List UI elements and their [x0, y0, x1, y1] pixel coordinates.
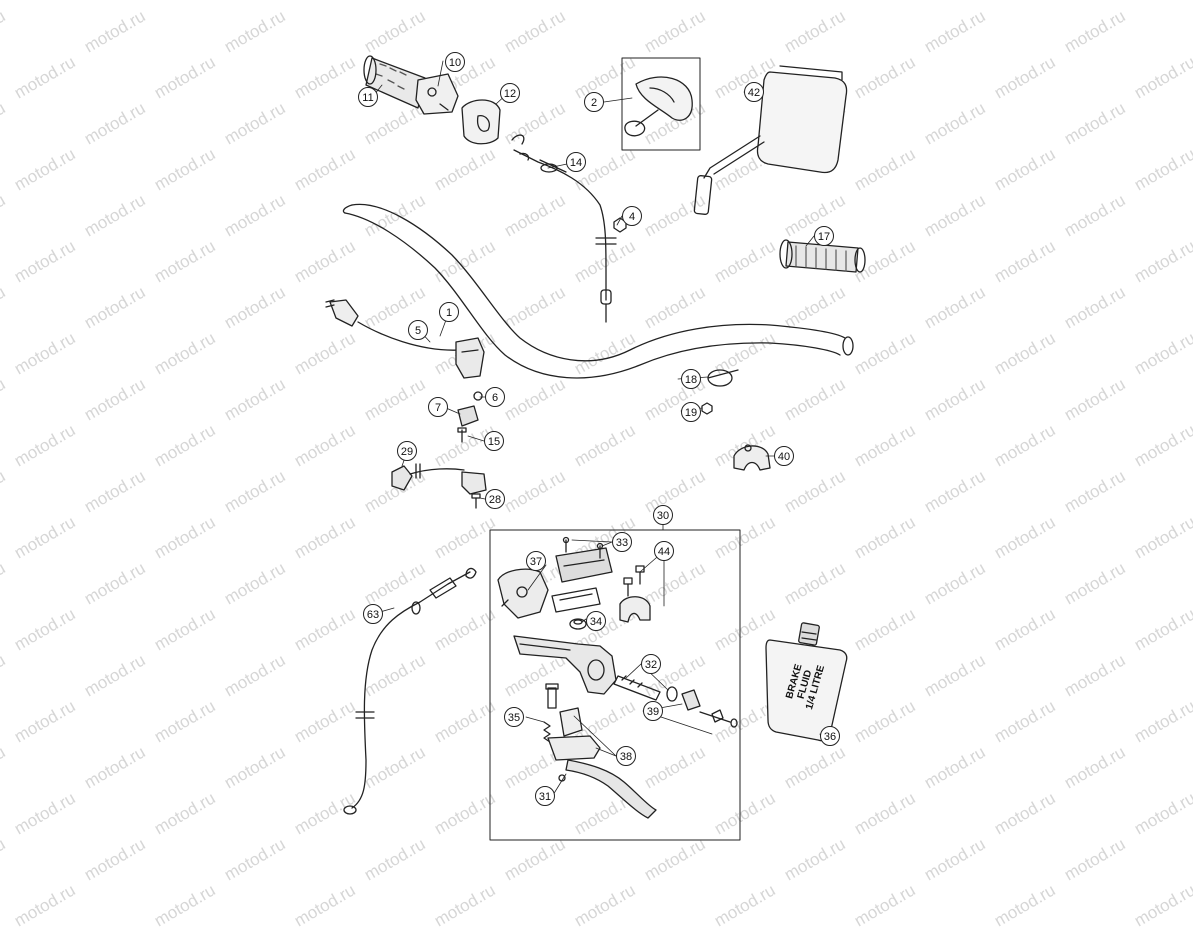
callout-31: 31 — [535, 786, 555, 806]
cable-nut — [613, 217, 627, 233]
clutch-cable — [343, 567, 477, 815]
diaphragm — [551, 587, 601, 613]
callout-11: 11 — [358, 87, 378, 107]
light-switch — [391, 463, 487, 509]
callout-40: 40 — [774, 446, 794, 466]
callout-29: 29 — [397, 441, 417, 461]
throttle-grip — [363, 55, 426, 109]
callout-42: 42 — [744, 82, 764, 102]
callout-37: 37 — [526, 551, 546, 571]
master-cylinder-body — [513, 635, 617, 695]
callout-4: 4 — [622, 206, 642, 226]
callout-1: 1 — [439, 302, 459, 322]
callout-33: 33 — [612, 532, 632, 552]
clamp-7 — [457, 405, 479, 443]
callout-5: 5 — [408, 320, 428, 340]
lever-adjuster — [547, 707, 601, 761]
throttle-cable — [513, 149, 617, 323]
mirror — [693, 65, 848, 215]
reservoir-cap — [555, 536, 613, 583]
callout-7: 7 — [428, 397, 448, 417]
callout-39: 39 — [643, 701, 663, 721]
handlebar — [342, 203, 854, 379]
callout-34: 34 — [586, 611, 606, 631]
left-grip — [779, 239, 866, 273]
throttle-cover — [461, 99, 525, 145]
piston-32 — [613, 675, 678, 702]
callout-17: 17 — [814, 226, 834, 246]
callout-38: 38 — [616, 746, 636, 766]
callout-14: 14 — [566, 152, 586, 172]
callout-32: 32 — [641, 654, 661, 674]
pivot-bolt — [545, 683, 559, 709]
callout-2: 2 — [584, 92, 604, 112]
clamp-44 — [619, 565, 651, 623]
callout-30: 30 — [653, 505, 673, 525]
parts-diagram — [325, 55, 866, 841]
cable-tie — [707, 369, 739, 387]
master-cylinder-box — [489, 529, 741, 841]
callout-19: 19 — [681, 402, 701, 422]
screw-6 — [473, 391, 483, 401]
kill-switch — [325, 299, 485, 379]
callout-44: 44 — [654, 541, 674, 561]
clamp-40 — [733, 444, 771, 471]
brake-lever — [558, 759, 657, 819]
callout-63: 63 — [363, 604, 383, 624]
brake-fluid-bottle — [765, 622, 848, 742]
handguard-box — [621, 57, 701, 151]
callout-36: 36 — [820, 726, 840, 746]
callout-15: 15 — [484, 431, 504, 451]
nut-19 — [701, 402, 713, 415]
callout-6: 6 — [485, 387, 505, 407]
reservoir-cover — [497, 568, 549, 619]
callout-35: 35 — [504, 707, 524, 727]
spring-35 — [543, 721, 551, 743]
boot-39 — [681, 689, 738, 728]
callout-18: 18 — [681, 369, 701, 389]
callout-28: 28 — [485, 489, 505, 509]
throttle-housing — [415, 73, 459, 115]
callout-10: 10 — [445, 52, 465, 72]
callout-12: 12 — [500, 83, 520, 103]
